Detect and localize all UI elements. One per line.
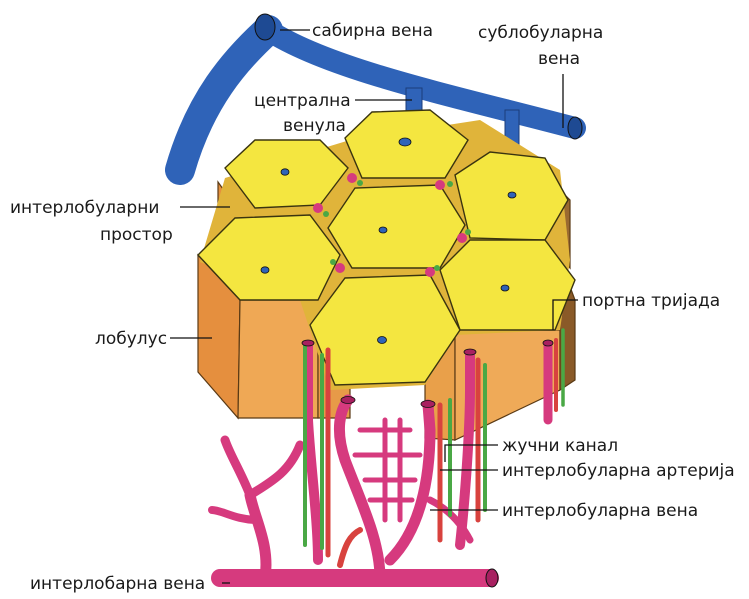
label-interlobular-space-line2: простор — [100, 225, 173, 245]
label-central-venule-line2: венула — [283, 116, 346, 136]
label-interlobular-artery: интерлобуларна артерија — [502, 461, 735, 481]
label-collecting-vein: сабирна вена — [312, 21, 433, 41]
label-sublobular-vein-line1: сублобуларна — [478, 23, 603, 43]
label-interlobular-space-line1: интерлобуларни — [10, 198, 159, 218]
label-portal-triad: портна тријада — [582, 291, 720, 311]
label-interlobar-vein: интерлобарна вена — [30, 574, 205, 594]
label-lobule: лобулус — [95, 329, 167, 349]
label-bile-duct: жучни канал — [502, 436, 618, 456]
label-central-venule-line1: централна — [254, 91, 351, 111]
label-interlobular-vein: интерлобуларна вена — [502, 501, 698, 521]
label-sublobular-vein-line2: вена — [538, 49, 580, 69]
